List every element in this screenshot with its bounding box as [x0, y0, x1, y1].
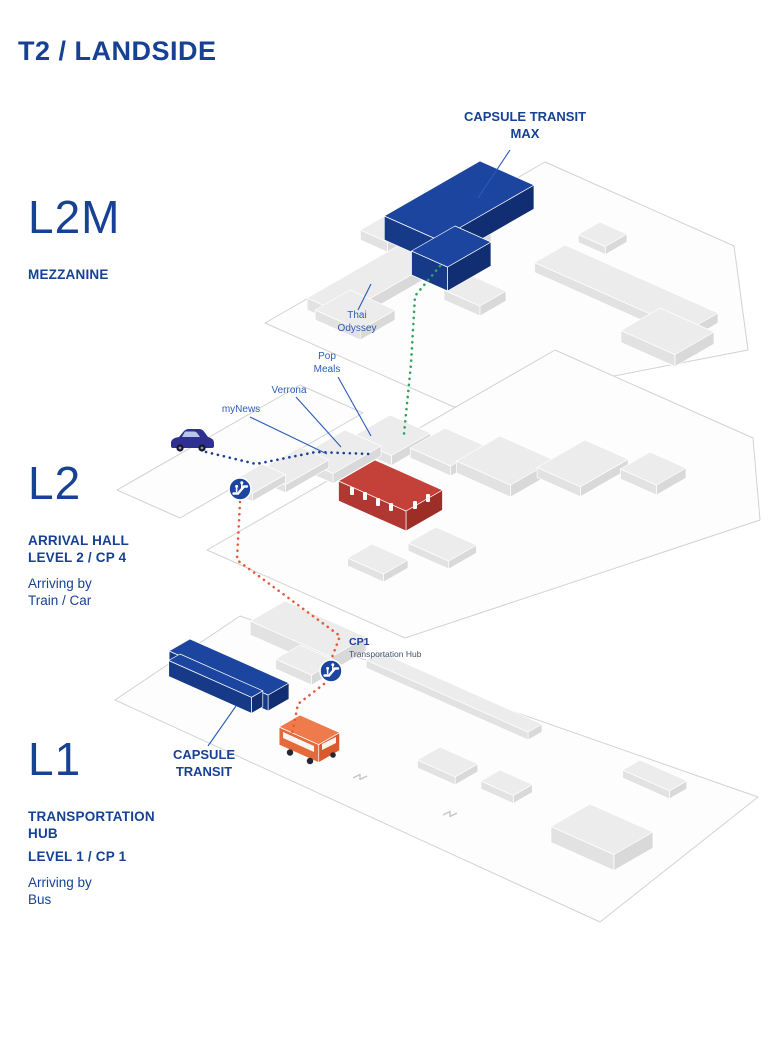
- label-leader-lines: [207, 149, 511, 747]
- shop-label-thai-odyssey: Thai Odyssey: [338, 310, 377, 335]
- level-sub-arriving-by: Arriving by: [28, 875, 92, 890]
- level-label-l2m: L2M MEZZANINE: [28, 194, 120, 283]
- callout-capsule-transit-max: CAPSULE TRANSIT MAX: [464, 109, 586, 143]
- shop-label-mynews: myNews: [221, 404, 261, 415]
- bus-windows: [283, 732, 336, 765]
- level-code-l1: L1: [28, 733, 82, 785]
- route-l2-to-cp1: [235, 500, 342, 662]
- leader-capsule-transit: [207, 705, 237, 747]
- plate-l2-left-tip: [116, 384, 364, 519]
- level-label-l2: L2 ARRIVAL HALL LEVEL 2 / CP 4 Arriving …: [28, 460, 129, 609]
- level-code-l2: L2: [28, 457, 82, 509]
- cp1-subtitle: Transportation Hub: [349, 649, 422, 659]
- route-capsule-transit-max: [402, 264, 442, 436]
- l1-floor-blocks: [249, 600, 688, 871]
- level-sub-arriving-by: Arriving by: [28, 576, 92, 591]
- escalator-icon: [228, 477, 252, 501]
- stairs-chevrons: [352, 773, 458, 818]
- leader-thai-odyssey: [357, 283, 372, 311]
- callout-line: CAPSULE TRANSIT: [463, 109, 587, 124]
- shop-label-line: Pop: [318, 351, 336, 362]
- level-sub-train-car: Train / Car: [28, 593, 92, 608]
- page-title: T2 / LANDSIDE: [18, 36, 217, 67]
- leader-verrona: [295, 396, 342, 448]
- callout-capsule-transit: CAPSULE TRANSIT: [173, 747, 235, 781]
- car-icon: [171, 429, 214, 452]
- level-caption-arrival-hall: ARRIVAL HALL: [28, 533, 129, 548]
- stairs-chevron: [442, 810, 458, 818]
- plate-l2: [206, 349, 761, 639]
- level-caption-hub: HUB: [28, 826, 58, 841]
- train-icon: [338, 459, 443, 532]
- leader-mynews: [249, 416, 328, 455]
- l2-floor-blocks: [228, 414, 687, 583]
- escalator-icon: [319, 659, 343, 683]
- leader-pop-meals: [337, 376, 372, 437]
- callout-line: CAPSULE: [172, 747, 236, 762]
- capsule-transit-max-building: [383, 160, 535, 292]
- cp1-hub-label: CP1 Transportation Hub: [349, 636, 421, 659]
- shop-label-line: Meals: [313, 363, 341, 375]
- cp1-title: CP1: [349, 636, 370, 648]
- level-code-l2m: L2M: [28, 191, 121, 243]
- route-arrival-by-car: [204, 450, 372, 466]
- capsule-transit-building: [168, 638, 290, 714]
- shop-label-line: Odyssey: [337, 322, 377, 334]
- shop-label-verrona: Verrona: [271, 385, 307, 396]
- level-sub-bus: Bus: [28, 892, 52, 907]
- callout-line: MAX: [510, 125, 540, 141]
- train-doors: [350, 487, 430, 511]
- level-caption-mezzanine: MEZZANINE: [28, 267, 109, 282]
- level-caption-level1-cp1: LEVEL 1 / CP 1: [28, 849, 127, 864]
- shop-label-pop-meals: Pop Meals: [314, 351, 341, 376]
- callout-line: TRANSIT: [175, 763, 233, 779]
- stairs-chevron: [352, 773, 368, 781]
- shop-label-line: Thai: [347, 310, 367, 321]
- route-paths: [204, 264, 442, 736]
- level-caption-transportation: TRANSPORTATION: [28, 809, 155, 824]
- leader-capsule-transit-max: [477, 149, 511, 199]
- level-label-l1: L1 TRANSPORTATION HUB LEVEL 1 / CP 1 Arr…: [28, 736, 155, 908]
- level-caption-level2-cp4: LEVEL 2 / CP 4: [28, 550, 127, 565]
- route-cp1-to-bus: [290, 682, 326, 736]
